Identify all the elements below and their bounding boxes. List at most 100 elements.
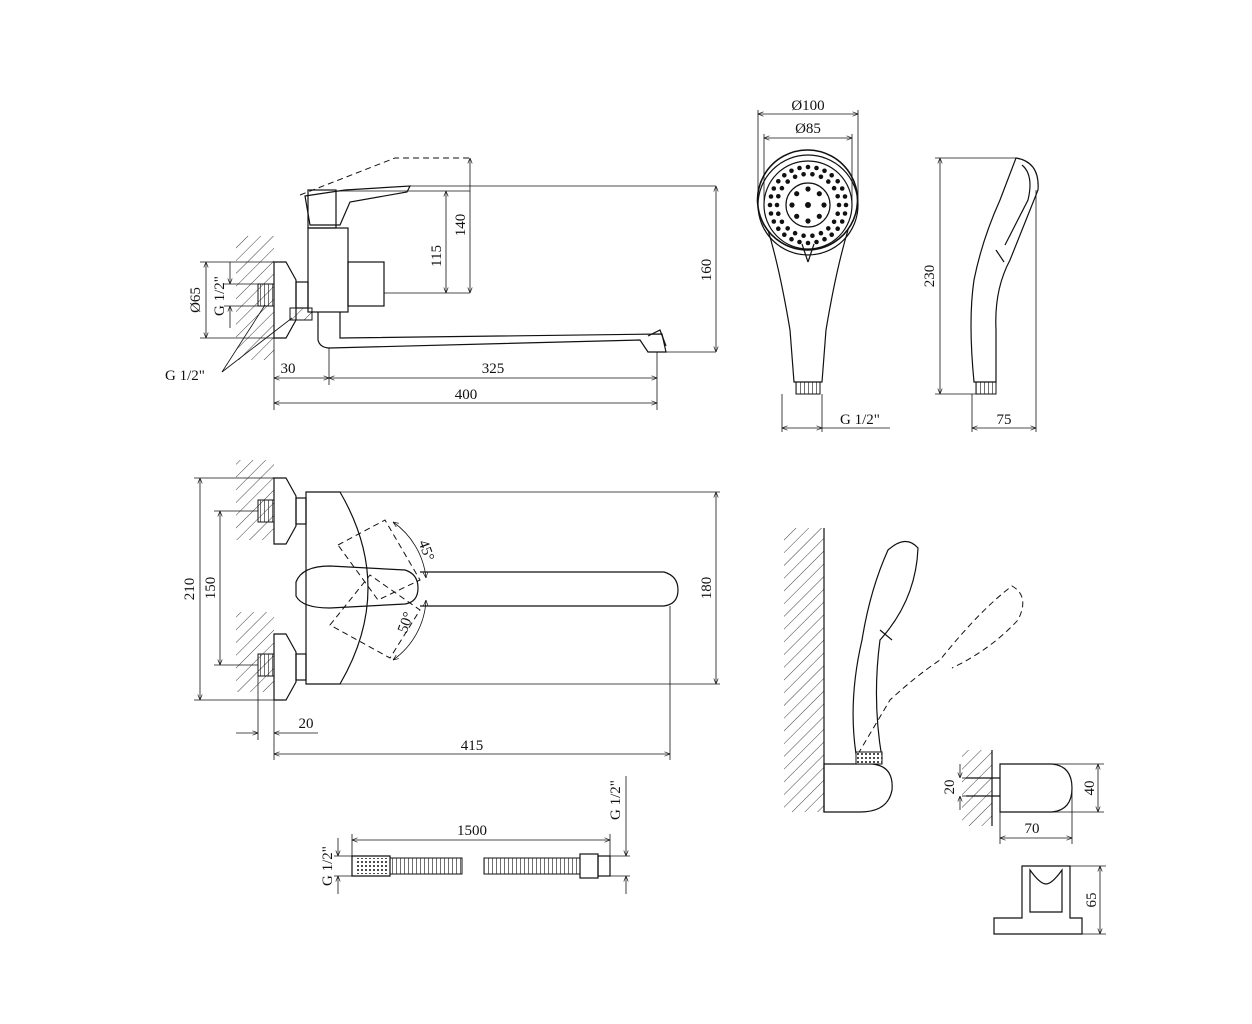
dim-20-top: 20 xyxy=(299,716,314,732)
inlet-thread xyxy=(257,283,275,307)
spray-hole xyxy=(829,232,834,237)
spray-hole xyxy=(782,173,787,178)
dim-400: 400 xyxy=(455,387,478,403)
spray-hole xyxy=(776,179,781,184)
shower-head-side-view: 230 75 xyxy=(922,157,1039,432)
dim-210: 210 xyxy=(182,578,198,601)
spray-hole xyxy=(842,211,848,216)
shower-hose: 1500 G 1/2" G 1/2" xyxy=(320,776,630,894)
shower-head-front-view: Ø100 Ø85 G 1/2" xyxy=(756,98,890,432)
spray-hole xyxy=(822,236,827,242)
faucet-top-view: 45° 50° 210 150 180 20 415 xyxy=(182,460,720,760)
spray-hole xyxy=(797,239,802,245)
spray-hole xyxy=(839,219,845,224)
spray-hole xyxy=(835,211,840,216)
spray-hole xyxy=(835,194,840,199)
spray-hole xyxy=(785,226,790,231)
dim-115: 115 xyxy=(429,245,445,267)
wall-hatch-holder-detail xyxy=(962,750,992,826)
holder-detail: 20 40 70 65 xyxy=(942,750,1106,935)
dim-diameter-100: Ø100 xyxy=(791,98,824,114)
spray-hole xyxy=(792,230,798,236)
spray-hole xyxy=(816,213,822,219)
dim-g12-shower: G 1/2" xyxy=(840,412,880,428)
dim-diameter-85: Ø85 xyxy=(795,121,821,137)
spray-hole xyxy=(816,191,822,197)
dim-415: 415 xyxy=(461,738,484,754)
spray-hole xyxy=(835,226,840,231)
spray-hole xyxy=(771,219,777,224)
spray-holes xyxy=(767,164,849,246)
dim-20-holder: 20 xyxy=(942,780,958,795)
dim-75: 75 xyxy=(997,412,1012,428)
wall-hatch-holder xyxy=(784,528,824,812)
spray-hole xyxy=(843,202,849,208)
dim-180: 180 xyxy=(699,577,715,600)
spray-hole xyxy=(801,233,806,238)
spray-hole xyxy=(831,185,837,191)
spray-hole xyxy=(839,186,845,191)
spray-hole xyxy=(768,194,774,199)
dim-40: 40 xyxy=(1082,781,1098,796)
spray-hole xyxy=(797,165,802,171)
spray-hole xyxy=(794,191,800,197)
angle-45: 45° xyxy=(415,538,437,563)
center-hole xyxy=(805,202,811,208)
spray-hole xyxy=(805,186,811,192)
wall-holder-assembly xyxy=(784,528,1024,813)
spray-hole xyxy=(835,179,840,184)
dim-325: 325 xyxy=(482,361,505,377)
spray-hole xyxy=(771,186,777,191)
dim-g12-inlet: G 1/2" xyxy=(212,276,228,316)
spray-hole xyxy=(801,172,806,177)
spray-hole xyxy=(776,194,781,199)
dim-160: 160 xyxy=(699,259,715,282)
spray-hole xyxy=(779,185,785,191)
spray-hole xyxy=(776,226,781,231)
spray-hole xyxy=(810,172,815,177)
spray-hole xyxy=(836,202,842,208)
dim-150: 150 xyxy=(203,577,219,600)
dim-g12-hose-right: G 1/2" xyxy=(608,780,624,820)
spray-hole xyxy=(829,173,834,178)
spray-hole xyxy=(782,232,787,237)
spray-hole xyxy=(822,168,827,174)
spray-hole xyxy=(818,230,824,236)
dim-1500: 1500 xyxy=(457,823,487,839)
dim-70: 70 xyxy=(1025,821,1040,837)
angle-50: 50° xyxy=(395,610,417,635)
spray-hole xyxy=(826,226,831,231)
spray-hole xyxy=(805,218,811,224)
spray-hole xyxy=(774,202,780,208)
dim-230: 230 xyxy=(922,265,938,288)
spray-hole xyxy=(831,219,837,225)
dim-30: 30 xyxy=(281,361,296,377)
spray-hole xyxy=(842,194,848,199)
spray-hole xyxy=(779,219,785,225)
dim-65: 65 xyxy=(1084,893,1100,908)
spray-hole xyxy=(826,179,831,184)
faucet-side-view: 115 140 160 Ø65 G 1/2" G 1/2" 30 325 400 xyxy=(165,157,716,410)
spray-hole xyxy=(794,213,800,219)
spray-hole xyxy=(821,202,827,208)
spray-hole xyxy=(810,233,815,238)
spray-hole xyxy=(767,202,773,208)
wall-hatch-top-lower xyxy=(236,612,274,692)
spray-hole xyxy=(768,211,774,216)
dim-140: 140 xyxy=(453,214,469,237)
spray-hole xyxy=(818,174,824,180)
spray-hole xyxy=(789,168,794,174)
spray-hole xyxy=(792,174,798,180)
spray-hole xyxy=(805,240,811,246)
spray-hole xyxy=(814,239,819,245)
dim-diameter-65: Ø65 xyxy=(188,287,204,313)
dim-g12-outlet: G 1/2" xyxy=(165,368,205,384)
spray-hole xyxy=(785,179,790,184)
spray-hole xyxy=(814,165,819,171)
spray-hole xyxy=(789,236,794,242)
spray-hole xyxy=(789,202,795,208)
dim-g12-hose-left: G 1/2" xyxy=(320,846,336,886)
spray-hole xyxy=(776,211,781,216)
spray-hole xyxy=(805,164,811,170)
